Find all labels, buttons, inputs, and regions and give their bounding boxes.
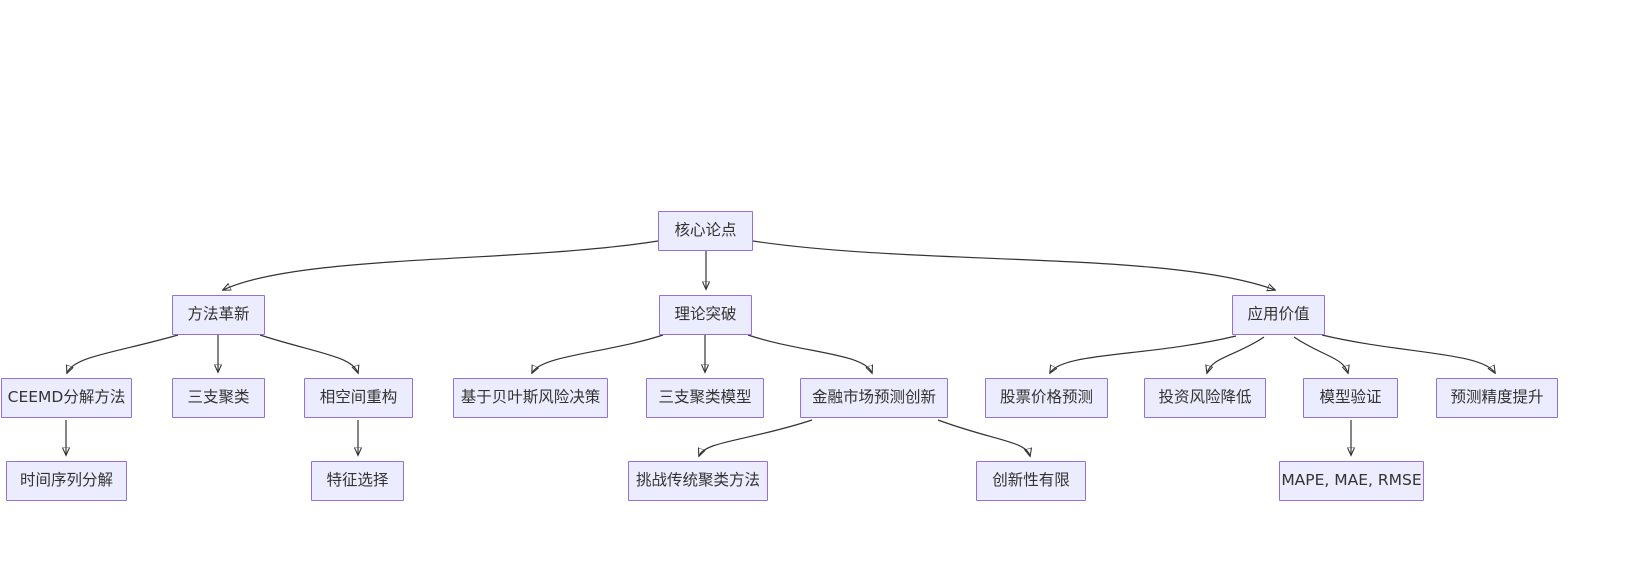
- node-three-way-label: 三支聚类: [187, 388, 250, 407]
- node-feature-label: 特征选择: [326, 471, 389, 490]
- node-metrics-label: MAPE, MAE, RMSE: [1281, 471, 1422, 490]
- node-challenge: 挑战传统聚类方法: [628, 461, 768, 501]
- node-phase-space: 相空间重构: [304, 378, 413, 418]
- node-three-way-model-label: 三支聚类模型: [658, 388, 752, 407]
- edge-theory-financial: [747, 334, 872, 373]
- node-risk: 投资风险降低: [1144, 378, 1266, 418]
- node-theory: 理论突破: [659, 295, 752, 335]
- node-bayes-label: 基于贝叶斯风险决策: [460, 388, 601, 407]
- edge-core-application: [752, 240, 1275, 290]
- edge-application-accuracy: [1321, 334, 1495, 373]
- edge-application-stock: [1050, 335, 1237, 373]
- node-method-label: 方法革新: [187, 305, 250, 324]
- edge-application-risk: [1207, 336, 1265, 373]
- node-feature: 特征选择: [311, 461, 404, 501]
- node-risk-label: 投资风险降低: [1158, 388, 1252, 407]
- edge-method-phase-space: [259, 334, 358, 373]
- edge-application-validation: [1293, 336, 1348, 373]
- node-stock: 股票价格预测: [985, 378, 1108, 418]
- node-validation: 模型验证: [1303, 378, 1398, 418]
- node-ceemd: CEEMD分解方法: [1, 378, 132, 418]
- node-phase-space-label: 相空间重构: [319, 388, 398, 407]
- edge-financial-limited: [937, 419, 1030, 456]
- edge-core-method: [223, 240, 659, 290]
- edge-method-ceemd: [67, 334, 179, 373]
- node-three-way: 三支聚类: [172, 378, 265, 418]
- edge-financial-challenge: [699, 419, 813, 456]
- node-bayes: 基于贝叶斯风险决策: [453, 378, 608, 418]
- node-time-series-label: 时间序列分解: [19, 471, 113, 490]
- node-method: 方法革新: [172, 295, 265, 335]
- node-validation-label: 模型验证: [1319, 388, 1382, 407]
- node-financial-label: 金融市场预测创新: [811, 388, 936, 407]
- node-three-way-model: 三支聚类模型: [646, 378, 764, 418]
- node-challenge-label: 挑战传统聚类方法: [635, 471, 760, 490]
- node-application-label: 应用价值: [1247, 305, 1310, 324]
- node-time-series: 时间序列分解: [6, 461, 127, 501]
- node-metrics: MAPE, MAE, RMSE: [1279, 461, 1424, 501]
- node-financial: 金融市场预测创新: [800, 378, 948, 418]
- node-core-label: 核心论点: [674, 221, 737, 240]
- node-limited: 创新性有限: [976, 461, 1086, 501]
- node-theory-label: 理论突破: [674, 305, 737, 324]
- edge-theory-bayes: [532, 334, 664, 373]
- node-stock-label: 股票价格预测: [999, 388, 1093, 407]
- node-accuracy-label: 预测精度提升: [1450, 388, 1544, 407]
- node-ceemd-label: CEEMD分解方法: [7, 388, 126, 407]
- node-accuracy: 预测精度提升: [1436, 378, 1558, 418]
- node-limited-label: 创新性有限: [992, 471, 1070, 490]
- node-application: 应用价值: [1232, 295, 1325, 335]
- node-core: 核心论点: [658, 211, 753, 251]
